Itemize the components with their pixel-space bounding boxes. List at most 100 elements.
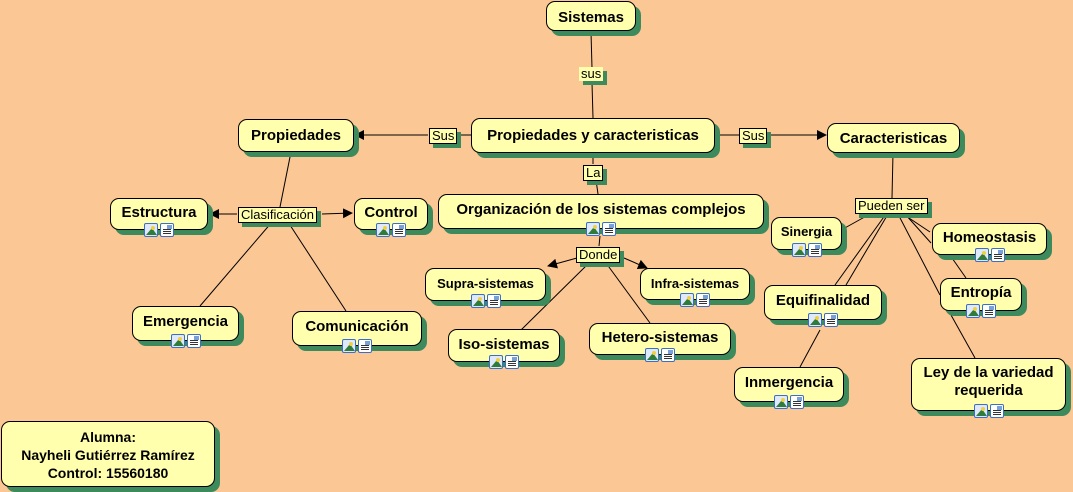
resource-icons bbox=[808, 313, 838, 327]
concept-ley-variedad-requerida[interactable]: Ley de la variedad requerida bbox=[911, 358, 1066, 418]
resource-icons bbox=[774, 395, 804, 409]
link-clasificacion-comunicacion bbox=[287, 221, 347, 312]
resource-icons bbox=[470, 294, 501, 308]
image-resource-icon[interactable] bbox=[791, 243, 806, 257]
image-resource-icon[interactable] bbox=[680, 293, 694, 307]
concept-title: Sistemas bbox=[558, 9, 624, 26]
concept-inmergencia[interactable]: Inmergencia bbox=[734, 367, 844, 409]
resource-icons bbox=[144, 223, 174, 237]
concept-propiedades[interactable]: Propiedades bbox=[238, 119, 354, 152]
image-resource-icon[interactable] bbox=[342, 339, 356, 353]
concept-title: Comunicación bbox=[305, 318, 409, 335]
image-resource-icon[interactable] bbox=[470, 294, 485, 308]
author-info-text: Alumna: Nayheli Gutiérrez Ramírez Contro… bbox=[21, 429, 195, 481]
concept-title: Ley de la variedad requerida bbox=[923, 364, 1054, 399]
image-resource-icon[interactable] bbox=[489, 355, 503, 369]
link-donde-iso bbox=[520, 262, 590, 331]
concept-hetero-sistemas[interactable]: Hetero-sistemas bbox=[589, 323, 731, 362]
concept-title: Iso-sistemas bbox=[458, 336, 550, 353]
concept-organizacion[interactable]: Organización de los sistemas complejos bbox=[438, 194, 764, 236]
resource-icons bbox=[489, 355, 519, 369]
link-sus-propiedades-caracteristicas bbox=[591, 82, 594, 119]
concept-title: Propiedades y caracteristicas bbox=[487, 127, 699, 144]
link-donde-infra bbox=[623, 257, 648, 269]
document-resource-icon[interactable] bbox=[661, 348, 675, 362]
resource-icons bbox=[376, 223, 406, 237]
concept-propiedades-caracteristicas[interactable]: Propiedades y caracteristicas bbox=[471, 118, 715, 153]
link-donde-supra bbox=[547, 257, 578, 269]
concept-comunicacion[interactable]: Comunicación bbox=[292, 311, 422, 353]
document-resource-icon[interactable] bbox=[696, 293, 710, 307]
image-resource-icon[interactable] bbox=[774, 395, 788, 409]
link-label-sus-left: Sus bbox=[429, 128, 458, 144]
concept-entropia[interactable]: Entropía bbox=[940, 278, 1022, 318]
document-resource-icon[interactable] bbox=[358, 339, 372, 353]
document-resource-icon[interactable] bbox=[160, 223, 174, 237]
document-resource-icon[interactable] bbox=[807, 243, 822, 257]
link-equifinalidad-inmergencia bbox=[799, 329, 821, 368]
concept-title: Hetero-sistemas bbox=[601, 329, 719, 346]
link-homeostasis-entropia bbox=[951, 257, 967, 279]
document-resource-icon[interactable] bbox=[824, 313, 838, 327]
link-clasificacion-emergencia bbox=[199, 221, 273, 307]
image-resource-icon[interactable] bbox=[645, 348, 659, 362]
document-resource-icon[interactable] bbox=[982, 304, 996, 318]
concept-equifinalidad[interactable]: Equifinalidad bbox=[764, 285, 882, 327]
link-label-sus: sus bbox=[579, 66, 604, 81]
document-resource-icon[interactable] bbox=[790, 395, 804, 409]
image-resource-icon[interactable] bbox=[808, 313, 822, 327]
image-resource-icon[interactable] bbox=[974, 248, 989, 262]
link-caracteristicas-pueden bbox=[891, 152, 894, 199]
image-resource-icon[interactable] bbox=[144, 223, 158, 237]
image-resource-icon[interactable] bbox=[170, 334, 185, 348]
document-resource-icon[interactable] bbox=[505, 355, 519, 369]
concept-title: Control bbox=[364, 204, 418, 221]
link-pueden-homeostasis-2 bbox=[904, 213, 932, 244]
link-label-la: La bbox=[583, 165, 604, 181]
link-label-clasificacion: Clasificación bbox=[238, 207, 317, 223]
document-resource-icon[interactable] bbox=[186, 334, 201, 348]
concept-supra-sistemas[interactable]: Supra-sistemas bbox=[425, 268, 546, 308]
concept-title: Emergencia bbox=[142, 313, 229, 330]
document-resource-icon[interactable] bbox=[989, 404, 1004, 418]
document-resource-icon[interactable] bbox=[602, 222, 616, 236]
image-resource-icon[interactable] bbox=[966, 304, 980, 318]
link-pueden-entropia bbox=[897, 213, 941, 296]
resource-icons bbox=[170, 334, 201, 348]
link-sistemas-sus bbox=[590, 31, 593, 69]
document-resource-icon[interactable] bbox=[486, 294, 501, 308]
resource-icons bbox=[680, 293, 710, 307]
concept-caracteristicas[interactable]: Caracteristicas bbox=[827, 123, 960, 153]
link-donde-hetero bbox=[605, 262, 651, 324]
image-resource-icon[interactable] bbox=[376, 223, 390, 237]
resource-icons bbox=[973, 404, 1004, 418]
resource-icons bbox=[966, 304, 996, 318]
document-resource-icon[interactable] bbox=[990, 248, 1005, 262]
resource-icons bbox=[645, 348, 675, 362]
concept-sistemas[interactable]: Sistemas bbox=[546, 1, 636, 31]
resource-icons bbox=[586, 222, 616, 236]
concept-control[interactable]: Control bbox=[354, 198, 428, 237]
link-label-donde: Donde bbox=[576, 247, 621, 263]
link-propiedades-clasificacion bbox=[279, 151, 292, 208]
resource-icons bbox=[791, 243, 822, 257]
image-resource-icon[interactable] bbox=[973, 404, 988, 418]
resource-icons bbox=[342, 339, 372, 353]
link-label-sus-right: Sus bbox=[739, 128, 768, 144]
concept-homeostasis[interactable]: Homeostasis bbox=[932, 223, 1047, 262]
concept-title: Inmergencia bbox=[744, 374, 834, 391]
link-pueden-equifinalidad-1 bbox=[834, 213, 887, 286]
document-resource-icon[interactable] bbox=[392, 223, 406, 237]
concept-estructura[interactable]: Estructura bbox=[110, 198, 208, 237]
link-clasificacion-control bbox=[321, 208, 353, 219]
concept-emergencia[interactable]: Emergencia bbox=[132, 306, 239, 348]
concept-infra-sistemas[interactable]: Infra-sistemas bbox=[640, 268, 750, 307]
concept-iso-sistemas[interactable]: Iso-sistemas bbox=[448, 329, 560, 369]
image-resource-icon[interactable] bbox=[586, 222, 600, 236]
concept-title: Organización de los sistemas complejos bbox=[456, 201, 746, 218]
link-pueden-equifinalidad-2 bbox=[845, 213, 889, 286]
link-entropia-ley bbox=[950, 314, 976, 359]
concept-title: Equifinalidad bbox=[775, 292, 871, 309]
concept-sinergia[interactable]: Sinergia bbox=[771, 217, 842, 257]
